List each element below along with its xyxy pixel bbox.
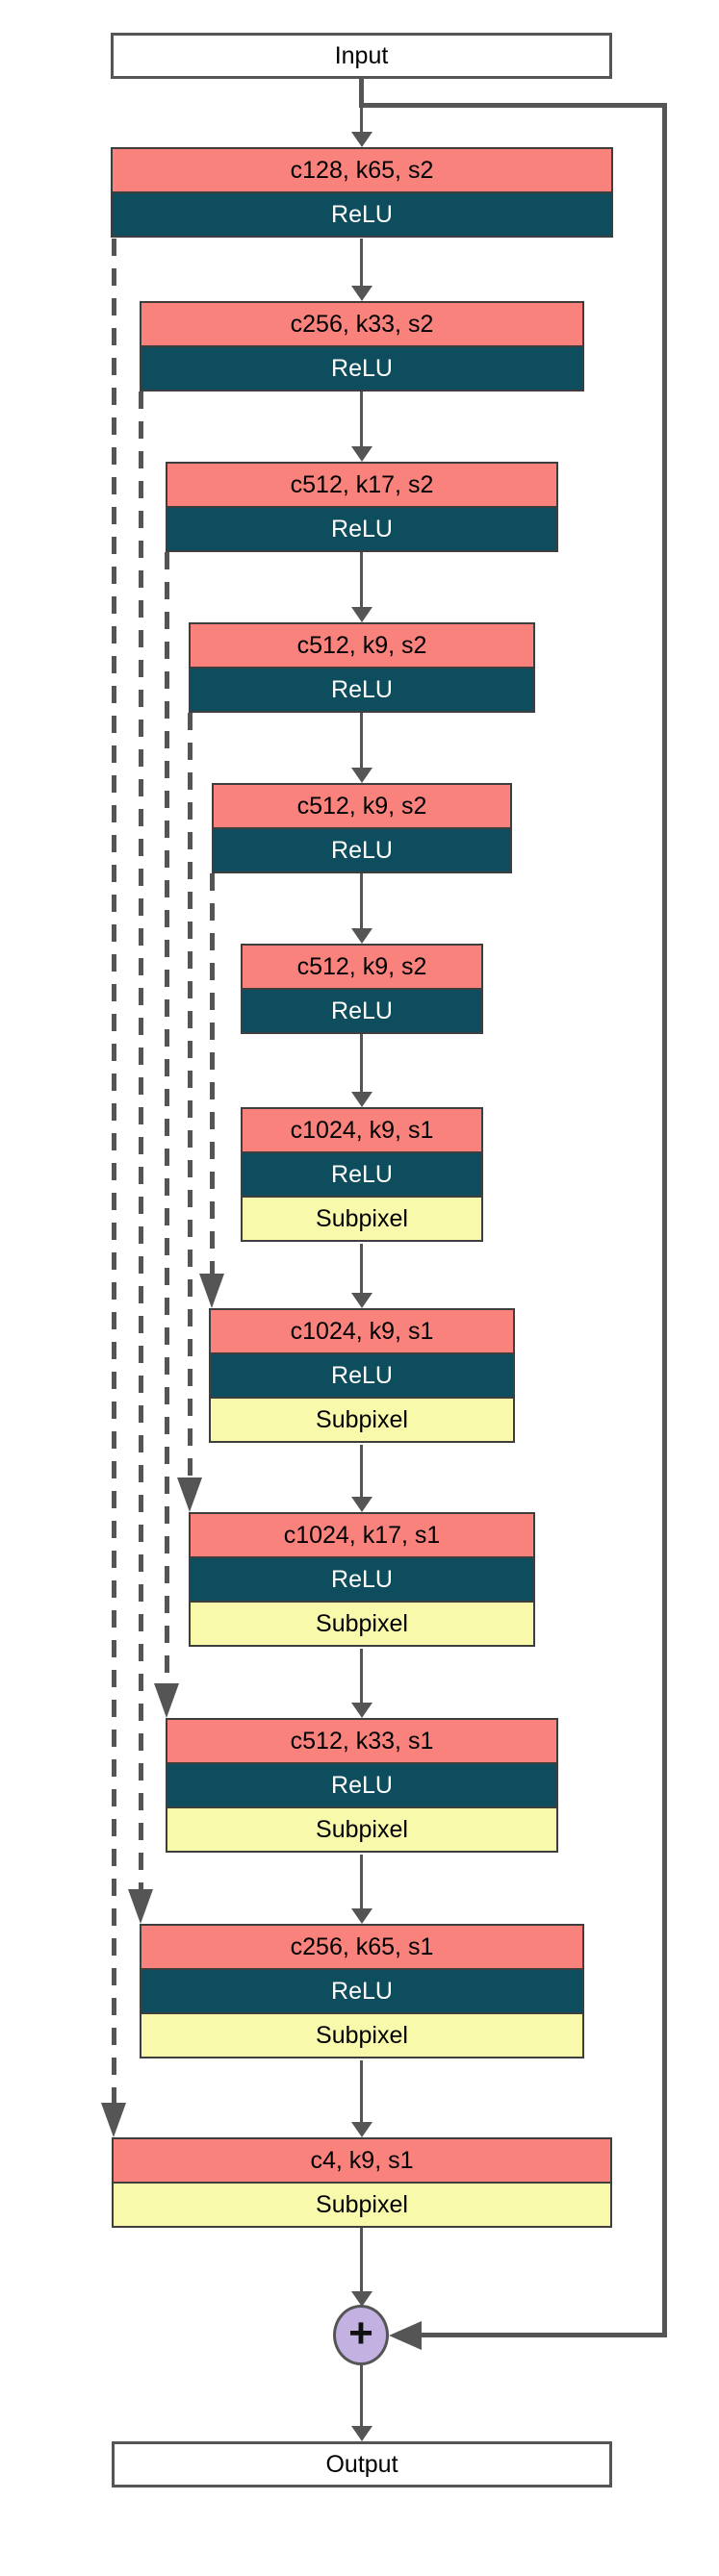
flow-arrow-line <box>360 1855 363 1908</box>
arrowhead-down-icon <box>351 607 372 622</box>
conv-layer-label: c512, k9, s2 <box>189 622 535 669</box>
dashed-arrowhead-icon <box>154 1683 179 1718</box>
conv-layer-label: c1024, k17, s1 <box>189 1512 535 1558</box>
conv-layer-label: c4, k9, s1 <box>112 2137 612 2184</box>
conv-layer-label: c256, k33, s2 <box>140 301 584 347</box>
arrowhead-down-icon <box>351 1908 372 1924</box>
conv-layer-label: c256, k65, s1 <box>140 1924 584 1970</box>
sum-node: + <box>333 2305 389 2365</box>
conv-layer-label: c1024, k9, s1 <box>241 1107 483 1153</box>
skip-line-bottom <box>414 2333 667 2337</box>
flow-arrow-line <box>360 2365 363 2426</box>
dashed-arrowhead-icon <box>128 1889 153 1924</box>
dashed-skip-line-1 <box>112 239 116 2103</box>
subpixel-layer-label: Subpixel <box>241 1196 483 1242</box>
subpixel-layer-label: Subpixel <box>209 1397 515 1443</box>
conv-layer-label: c128, k65, s2 <box>111 147 613 193</box>
conv-block-5: c512, k9, s2 ReLU <box>212 783 512 873</box>
conv-block-12: c4, k9, s1 Subpixel <box>112 2137 612 2228</box>
output-node: Output <box>112 2441 612 2488</box>
dashed-skip-line-5 <box>210 873 215 1274</box>
dashed-arrowhead-icon <box>101 2103 126 2137</box>
dashed-arrowhead-icon <box>199 1274 224 1308</box>
conv-block-8: c1024, k9, s1 ReLU Subpixel <box>209 1308 515 1443</box>
flow-arrow-line <box>360 108 363 132</box>
flow-arrow-line <box>360 1445 363 1497</box>
arrowhead-down-icon <box>351 2122 372 2137</box>
dashed-skip-line-3 <box>165 552 169 1683</box>
arrowhead-down-icon <box>351 286 372 301</box>
arrowhead-down-icon <box>351 2291 372 2307</box>
relu-layer-label: ReLU <box>189 1556 535 1603</box>
flow-arrow-line <box>360 1034 363 1092</box>
arrowhead-down-icon <box>351 1497 372 1512</box>
relu-layer-label: ReLU <box>209 1352 515 1399</box>
dashed-skip-line-4 <box>188 713 193 1477</box>
arrowhead-down-icon <box>351 768 372 783</box>
subpixel-layer-label: Subpixel <box>189 1601 535 1647</box>
flow-arrow-line <box>360 391 363 446</box>
conv-layer-label: c1024, k9, s1 <box>209 1308 515 1354</box>
flow-arrow-line <box>360 873 363 928</box>
conv-block-9: c1024, k17, s1 ReLU Subpixel <box>189 1512 535 1647</box>
flow-arrow-line <box>359 79 364 108</box>
arrowhead-down-icon <box>351 132 372 147</box>
relu-layer-label: ReLU <box>140 1968 584 2014</box>
conv-block-11: c256, k65, s1 ReLU Subpixel <box>140 1924 584 2058</box>
conv-layer-label: c512, k9, s2 <box>212 783 512 829</box>
relu-layer-label: ReLU <box>166 1762 558 1808</box>
flow-arrow-line <box>360 1649 363 1703</box>
relu-layer-label: ReLU <box>140 345 584 391</box>
arrowhead-down-icon <box>351 1293 372 1308</box>
flow-arrow-line <box>360 1244 363 1293</box>
conv-layer-label: c512, k33, s1 <box>166 1718 558 1764</box>
arrowhead-down-icon <box>351 446 372 462</box>
relu-layer-label: ReLU <box>212 827 512 873</box>
conv-block-10: c512, k33, s1 ReLU Subpixel <box>166 1718 558 1853</box>
subpixel-layer-label: Subpixel <box>166 1806 558 1853</box>
relu-layer-label: ReLU <box>166 506 558 552</box>
arrowhead-down-icon <box>351 1703 372 1718</box>
flow-arrow-line <box>360 713 363 768</box>
dashed-skip-line-2 <box>139 391 143 1889</box>
conv-layer-label: c512, k9, s2 <box>241 944 483 990</box>
flow-arrow-line <box>360 239 363 286</box>
flow-arrow-line <box>360 2227 363 2291</box>
conv-block-6: c512, k9, s2 ReLU <box>241 944 483 1034</box>
arrowhead-down-icon <box>351 2426 372 2441</box>
conv-block-2: c256, k33, s2 ReLU <box>140 301 584 391</box>
input-node: Input <box>111 33 612 79</box>
subpixel-layer-label: Subpixel <box>140 2012 584 2058</box>
relu-layer-label: ReLU <box>189 667 535 713</box>
arrowhead-down-icon <box>351 1092 372 1107</box>
arrowhead-left-icon <box>389 2321 422 2350</box>
conv-block-3: c512, k17, s2 ReLU <box>166 462 558 552</box>
conv-layer-label: c512, k17, s2 <box>166 462 558 508</box>
skip-line-right <box>662 103 667 2337</box>
flow-arrow-line <box>360 2060 363 2122</box>
relu-layer-label: ReLU <box>111 191 613 238</box>
relu-layer-label: ReLU <box>241 1151 483 1198</box>
relu-layer-label: ReLU <box>241 988 483 1034</box>
skip-line-top <box>360 103 667 108</box>
flow-arrow-line <box>360 552 363 607</box>
conv-block-7: c1024, k9, s1 ReLU Subpixel <box>241 1107 483 1242</box>
conv-block-4: c512, k9, s2 ReLU <box>189 622 535 713</box>
dashed-arrowhead-icon <box>177 1477 202 1512</box>
arrowhead-down-icon <box>351 928 372 944</box>
subpixel-layer-label: Subpixel <box>112 2182 612 2228</box>
conv-block-1: c128, k65, s2 ReLU <box>111 147 613 238</box>
